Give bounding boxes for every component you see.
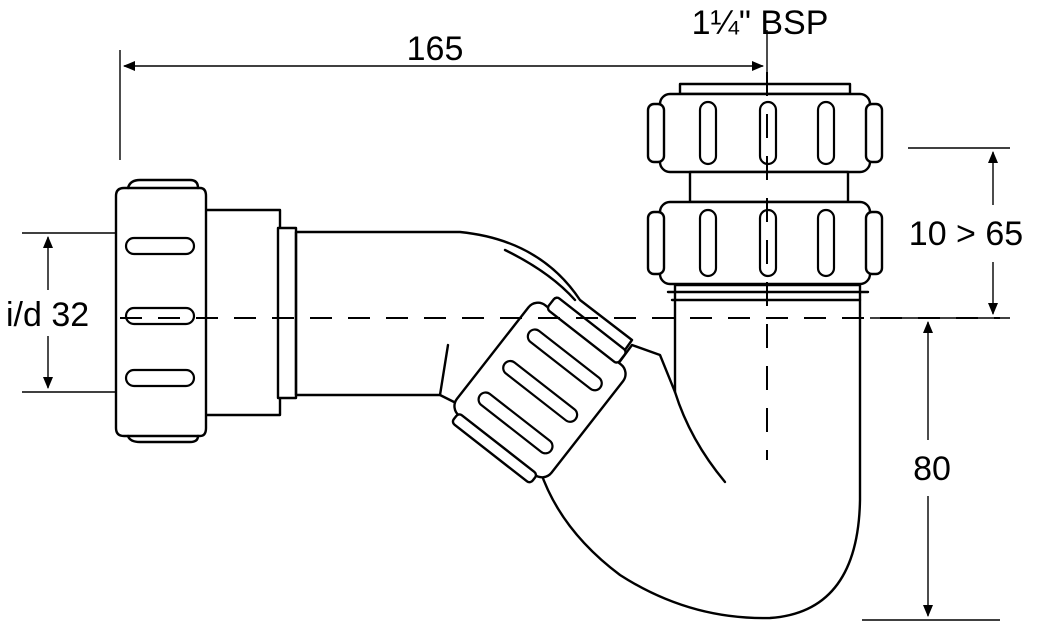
depth-label: 80 (913, 450, 951, 488)
inlet-nut (114, 178, 208, 444)
adjustable-tube (688, 170, 850, 204)
adjust-label: 10 > 65 (909, 215, 1023, 253)
dimension-adjust (870, 147, 1010, 319)
width-label: 165 (407, 30, 464, 68)
diagonal-nut (451, 296, 627, 484)
lower-nut (646, 200, 884, 286)
dimension-inlet (22, 232, 116, 393)
inlet-socket (198, 208, 298, 417)
dimension-width (119, 30, 768, 160)
top-nut (646, 82, 884, 174)
dimension-depth (862, 321, 1000, 621)
inlet-label: i/d 32 (6, 296, 89, 334)
thread-label: 1¼" BSP (692, 4, 829, 42)
